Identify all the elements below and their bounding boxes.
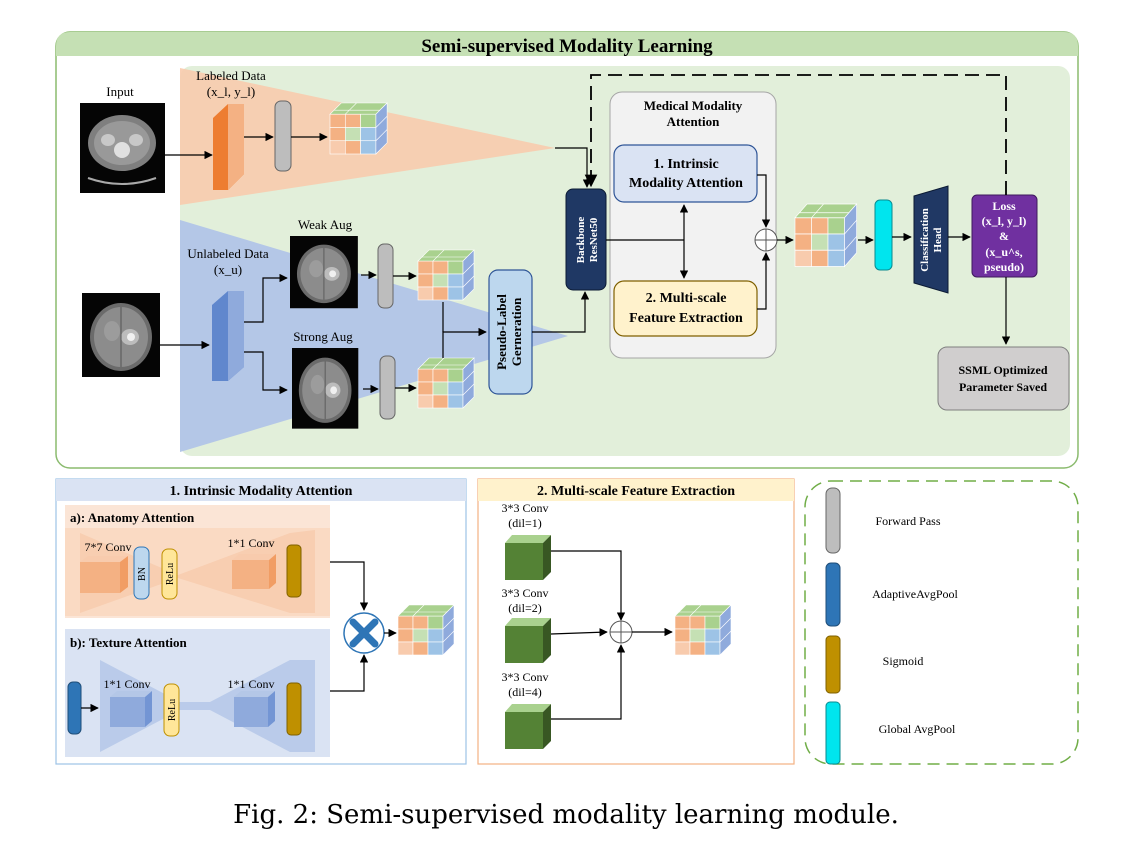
dil1-label-1: 3*3 Conv [501, 501, 548, 515]
panel1-output-cube [397, 604, 455, 656]
input-label: Input [106, 84, 134, 99]
msfe-box [613, 280, 758, 337]
global-avgpool-block [874, 199, 893, 271]
backbone-text-1: Backbone [575, 217, 587, 264]
strong-aug-label: Strong Aug [293, 329, 353, 344]
dil2-label-1: 3*3 Conv [501, 586, 548, 600]
labeled-data-label-1: Labeled Data [196, 68, 266, 83]
texture-conv11-block-2 [234, 691, 275, 727]
classification-head [913, 185, 949, 294]
ssml-saved-text-1: SSML Optimized [958, 363, 1047, 377]
dil1-label-2: (dil=1) [508, 516, 541, 530]
texture-conv11-label-2: 1*1 Conv [227, 677, 274, 691]
dil4-block [505, 704, 551, 749]
loss-text-4: (x_u^s, [985, 245, 1022, 259]
loss-text-2: (x_l, y_l) [982, 214, 1027, 228]
mma-title-2: Attention [667, 114, 720, 129]
anatomy-conv77-label: 7*7 Conv [84, 540, 131, 554]
dil4-label-1: 3*3 Conv [501, 670, 548, 684]
classification-head-text-1: Classification [919, 208, 931, 272]
anatomy-conv77-block [80, 556, 128, 593]
dil2-block [505, 618, 551, 663]
legend-swatch-sigmoid [825, 635, 841, 694]
strong-forward-pass [379, 355, 396, 420]
dil4-label-2: (dil=4) [508, 685, 541, 699]
loss-box [971, 194, 1038, 278]
input-ct-image [80, 103, 165, 193]
weak-feature-cube [417, 249, 475, 301]
legend-label-global-avgpool: Global AvgPool [879, 722, 956, 736]
legend-swatch-global-avgpool [825, 701, 841, 765]
texture-adaptive-pool [67, 681, 82, 735]
ima-text-2: Modality Attention [629, 176, 743, 191]
ima-text-1: 1. Intrinsic [653, 157, 718, 172]
diagram: Semi-supervised Modality Learning Input … [55, 31, 1079, 765]
ssml-saved-text-2: Parameter Saved [959, 380, 1047, 394]
texture-sigmoid [286, 682, 302, 736]
panel2-output-cube [674, 604, 732, 656]
multiply-node [343, 612, 385, 654]
loss-text-5: pseudo) [984, 260, 1024, 274]
anatomy-conv11-block [232, 554, 276, 589]
anatomy-conv11-label: 1*1 Conv [227, 536, 274, 550]
anatomy-title: a): Anatomy Attention [70, 510, 195, 525]
legend-panel [804, 480, 1079, 765]
weak-aug-label: Weak Aug [298, 217, 353, 232]
labeled-conv-block [213, 104, 244, 190]
anatomy-relu [161, 548, 178, 600]
main-title: Semi-supervised Modality Learning [421, 36, 713, 57]
ssml-saved-box [937, 346, 1070, 411]
weak-forward-pass [377, 243, 394, 309]
unlabeled-data-label-2: (x_u) [214, 262, 242, 277]
anatomy-relu-text: ReLu [165, 563, 176, 585]
panel1-title: 1. Intrinsic Modality Attention [170, 484, 353, 499]
texture-relu [163, 683, 180, 737]
sum-node [754, 228, 778, 252]
msfe-text-1: 2. Multi-scale [646, 291, 727, 306]
texture-conv11-block-1 [110, 691, 152, 727]
dil1-block [505, 535, 551, 580]
pseudo-label-text-2: Gerneration [509, 297, 524, 366]
feedback-loop [584, 74, 1007, 195]
strong-feature-cube [417, 357, 475, 409]
dil2-label-2: (dil=2) [508, 601, 541, 615]
anatomy-bn-text: BN [137, 567, 148, 581]
texture-conv11-label-1: 1*1 Conv [103, 677, 150, 691]
loss-text-3: & [999, 229, 1009, 243]
legend-swatch-forward-pass [825, 487, 841, 554]
unlabeled-input-image [81, 292, 161, 378]
panel2-sum-node [609, 620, 633, 644]
legend-swatch-adaptive-avgpool [825, 562, 841, 627]
figure-caption: Fig. 2: Semi-supervised modality learnin… [233, 800, 899, 830]
fused-feature-cube [794, 203, 857, 267]
loss-text-1: Loss [992, 199, 1016, 213]
legend-label-sigmoid: Sigmoid [883, 654, 924, 668]
mma-title-1: Medical Modality [644, 98, 743, 113]
unlabeled-conv-block [212, 291, 244, 381]
texture-title: b): Texture Attention [70, 635, 188, 650]
pseudo-label-text-1: Pseudo-Label [494, 294, 509, 370]
texture-relu-text: ReLu [167, 699, 178, 721]
labeled-forward-pass [274, 100, 292, 172]
anatomy-bn [133, 546, 150, 600]
strong-aug-image [291, 347, 359, 430]
anatomy-sigmoid [286, 544, 302, 598]
panel2-title: 2. Multi-scale Feature Extraction [537, 484, 735, 499]
legend-label-adaptive-avgpool: AdaptiveAvgPool [872, 587, 958, 601]
legend-label-forward-pass: Forward Pass [876, 514, 941, 528]
classification-head-text-2: Head [932, 227, 944, 252]
labeled-data-label-2: (x_l, y_l) [207, 84, 255, 99]
backbone-text-2: ResNet50 [588, 217, 600, 262]
unlabeled-data-label-1: Unlabeled Data [187, 246, 268, 261]
ima-box [613, 144, 758, 203]
msfe-text-2: Feature Extraction [629, 311, 743, 326]
weak-aug-image [289, 235, 359, 309]
labeled-feature-cube [329, 102, 388, 155]
